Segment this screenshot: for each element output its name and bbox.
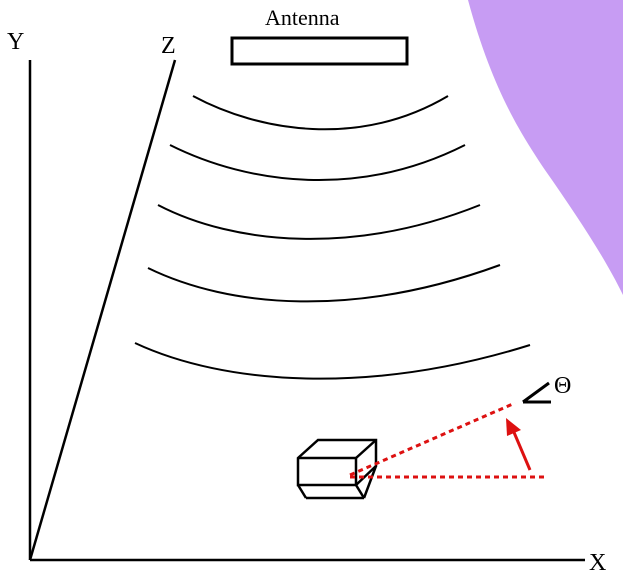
y-axis-label: Y <box>7 29 24 55</box>
signal-ray-upper <box>349 401 516 477</box>
wavefront-4 <box>147 264 501 303</box>
wavefront-1 <box>192 95 449 131</box>
antenna-label: Antenna <box>265 5 340 30</box>
red-arrow-icon <box>506 418 532 471</box>
angle-icon <box>522 381 551 404</box>
antenna-box <box>230 36 409 66</box>
wavefront-5 <box>134 342 531 380</box>
wavefront-3 <box>157 204 481 240</box>
purple-background-shape <box>468 0 623 295</box>
theta-label: Θ <box>554 373 571 399</box>
z-axis-line <box>28 59 177 561</box>
z-axis-label: Z <box>161 33 176 59</box>
receiver-cube-icon <box>296 438 378 500</box>
wavefront-2 <box>169 144 466 181</box>
x-axis-label: X <box>589 550 606 575</box>
